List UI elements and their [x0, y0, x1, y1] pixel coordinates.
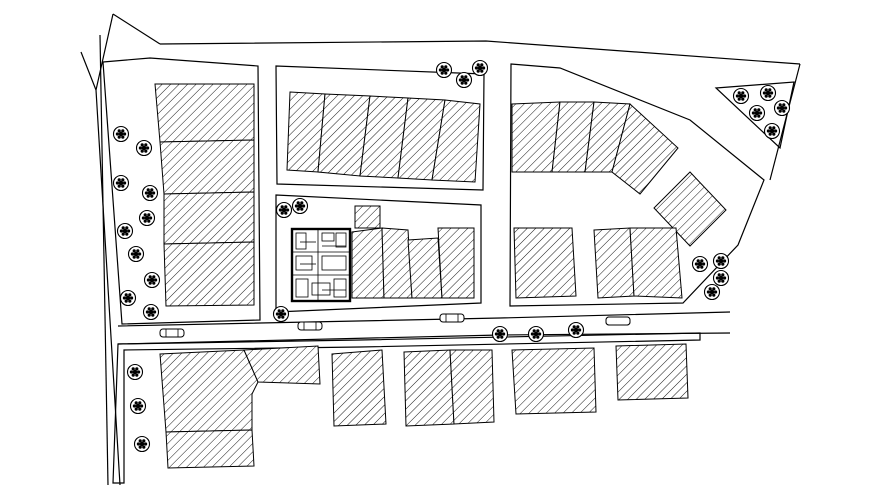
building-south-7 [511, 347, 597, 415]
building-south-5 [403, 349, 455, 427]
tree-icon [491, 325, 509, 343]
tree-icon [435, 61, 453, 79]
building-west-3 [163, 191, 255, 245]
road-edge-left-east [99, 34, 109, 486]
tree-icon [141, 184, 159, 202]
road-edge-top [159, 40, 801, 65]
tree-icon [455, 71, 473, 89]
building-south-8 [615, 343, 689, 401]
building-north-5 [431, 99, 481, 183]
building-west-1 [154, 83, 255, 143]
tree-icon [143, 271, 161, 289]
building-center-2 [381, 227, 413, 299]
building-center-small [354, 205, 381, 229]
tree-icon [712, 269, 730, 287]
block-north-center [275, 65, 485, 191]
building-east-5 [653, 171, 727, 247]
building-east-7 [593, 227, 635, 299]
tree-icon [138, 209, 156, 227]
tree-icon [712, 252, 730, 270]
trees [112, 59, 791, 453]
tree-icon [703, 283, 721, 301]
tree-icon [691, 255, 709, 273]
tree-icon [112, 125, 130, 143]
tree-icon [567, 321, 585, 339]
tree-icon [126, 363, 144, 381]
tree-icon [127, 245, 145, 263]
highlighted-building-plan [290, 227, 352, 303]
building-center-1 [351, 227, 385, 299]
tree-icon [142, 303, 160, 321]
block-west [102, 57, 261, 325]
car-icon [605, 316, 631, 326]
block-outlines [102, 57, 795, 484]
block-south [112, 332, 701, 484]
tree-icon [471, 59, 489, 77]
building-center-3 [407, 237, 443, 299]
tree-icon [527, 325, 545, 343]
tree-icon [275, 201, 293, 219]
tree-icon [272, 305, 290, 323]
buildings [154, 83, 727, 469]
building-east-4 [611, 103, 679, 195]
highlighted-building-outline [290, 227, 352, 303]
tree-icon [112, 174, 130, 192]
tree-icon [763, 122, 781, 140]
car-icon [159, 328, 185, 338]
building-east-8 [629, 227, 683, 299]
building-south-6 [449, 349, 495, 425]
car-icon [439, 313, 465, 323]
block-center [275, 194, 482, 313]
building-south-1 [159, 349, 259, 433]
building-south-4 [331, 349, 387, 427]
building-south-2 [243, 345, 321, 385]
road-edge-left-west [80, 51, 121, 486]
building-center-4 [437, 227, 475, 299]
tree-icon [116, 222, 134, 240]
tree-icon [291, 197, 309, 215]
tree-icon [759, 84, 777, 102]
block-triangle-northeast [714, 81, 795, 150]
tree-icon [133, 435, 151, 453]
tree-icon [129, 397, 147, 415]
car-icon [297, 321, 323, 331]
building-east-6 [513, 227, 577, 299]
building-west-2 [159, 139, 255, 195]
building-west-4 [163, 241, 255, 307]
tree-icon [732, 87, 750, 105]
block-east [509, 63, 765, 307]
tree-icon [119, 289, 137, 307]
tree-icon [748, 104, 766, 122]
road-edge-main-north [117, 311, 731, 327]
tree-icon [773, 99, 791, 117]
cars [159, 313, 631, 338]
building-south-3 [165, 429, 255, 469]
road-edge-top-left [95, 13, 161, 91]
tree-icon [135, 139, 153, 157]
